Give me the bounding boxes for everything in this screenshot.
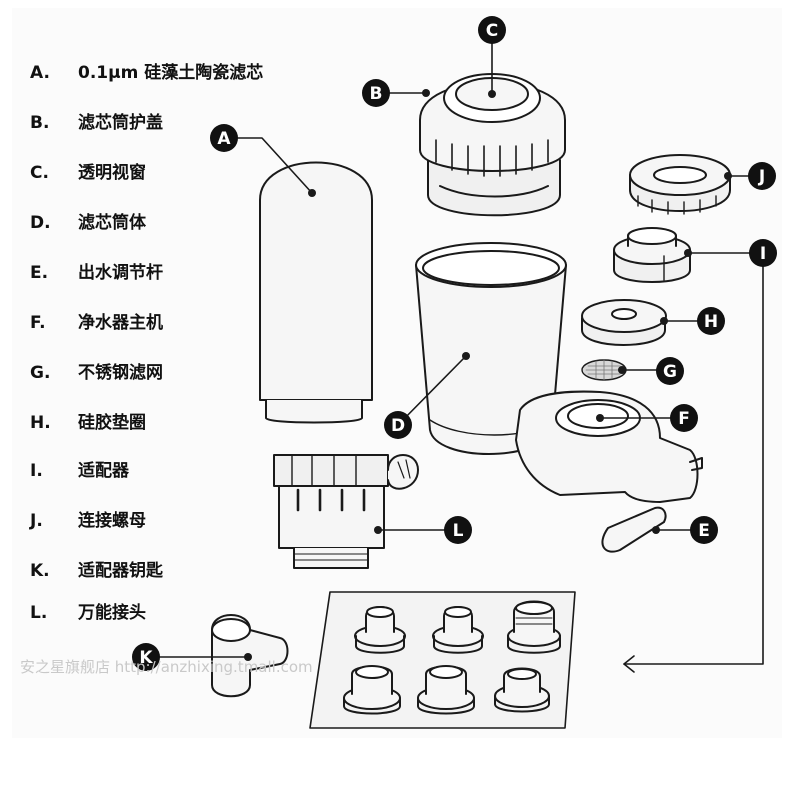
svg-text:L: L [453, 521, 464, 541]
callout-e: E [690, 516, 718, 544]
part-j-connection-nut [629, 154, 731, 215]
svg-text:C: C [486, 21, 498, 41]
part-f-main-body [515, 390, 703, 503]
svg-text:D: D [391, 416, 405, 436]
callout-i: I [749, 239, 777, 267]
legend-item-k: K.适配器钥匙 [30, 561, 163, 581]
leader-dots [244, 89, 732, 661]
callout-g: G [656, 357, 684, 385]
legend-item-e: E.出水调节杆 [30, 263, 163, 283]
legend-item-l: L.万能接头 [30, 603, 146, 623]
svg-text:G: G [663, 362, 677, 382]
legend-item-i: I.适配器 [30, 461, 129, 481]
legend-item-c: C.透明视窗 [30, 163, 146, 183]
svg-text:F: F [678, 409, 690, 429]
callout-d: D [384, 411, 412, 439]
svg-text:E: E [698, 521, 710, 541]
callout-b: B [362, 79, 390, 107]
legend-item-d: D.滤芯筒体 [30, 213, 146, 233]
callout-j: J [748, 162, 776, 190]
adapter-5 [417, 665, 475, 715]
legend-item-j: J.连接螺母 [30, 511, 146, 531]
adapter-3 [507, 600, 561, 654]
callout-l: L [444, 516, 472, 544]
legend-item-a: A.0.1μm 硅藻土陶瓷滤芯 [30, 63, 264, 83]
part-a-ceramic-filter [259, 161, 373, 424]
part-l-universal-connector [273, 454, 419, 569]
svg-text:J: J [758, 167, 765, 187]
callout-badges: A B C D E F G H I J K L [132, 16, 777, 671]
legend-item-b: B.滤芯筒护盖 [30, 113, 163, 133]
svg-text:I: I [760, 244, 766, 264]
adapter-set-box [309, 591, 576, 729]
svg-text:B: B [370, 84, 383, 104]
callout-c: C [478, 16, 506, 44]
adapter-4 [343, 665, 401, 715]
watermark-text: 安之星旗舰店 http://anzhixing.tmall.com [20, 658, 313, 676]
adapter-6 [494, 667, 550, 713]
callout-f: F [670, 404, 698, 432]
callout-a: A [210, 124, 238, 152]
svg-text:A: A [217, 129, 231, 149]
adapter-1 [354, 606, 406, 654]
adapter-2 [432, 606, 484, 654]
legend-item-f: F.净水器主机 [30, 313, 163, 333]
callout-k: K [132, 643, 160, 671]
callout-h: H [697, 307, 725, 335]
part-e-outlet-lever [601, 506, 667, 553]
svg-text:H: H [704, 312, 718, 332]
legend-item-h: H.硅胶垫圈 [30, 413, 146, 433]
svg-text:K: K [139, 648, 153, 668]
part-h-silicone-gasket [581, 299, 667, 346]
legend-item-g: G.不锈钢滤网 [30, 363, 163, 383]
part-i-adapter [613, 227, 691, 283]
